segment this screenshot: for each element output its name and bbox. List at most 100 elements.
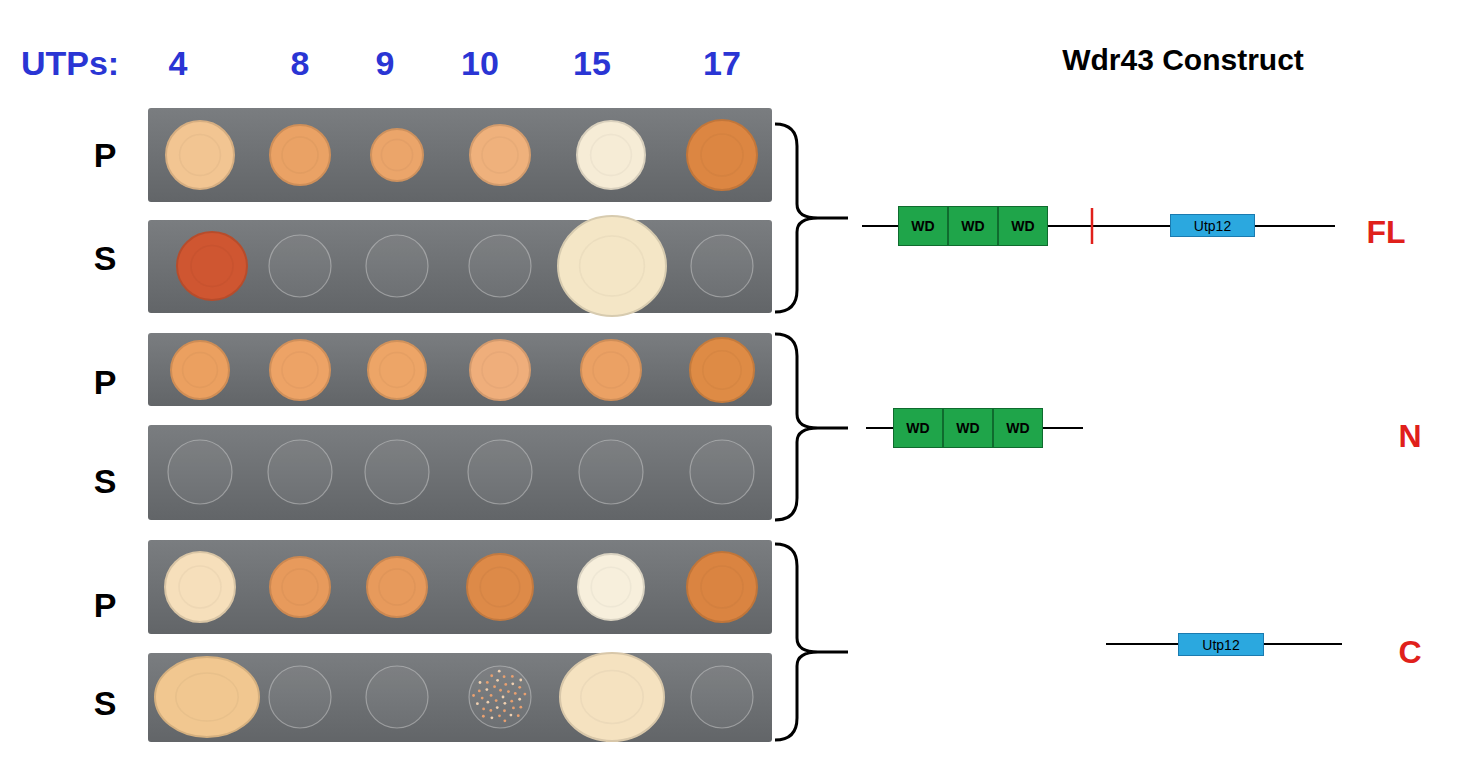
spot-ring [379,569,415,605]
colony-speck [498,714,501,717]
axis-heading: UTPs: [21,46,119,80]
colony-speck [504,683,507,686]
empty-spot [365,440,429,504]
spot-ring [180,135,221,176]
yeast-spot [578,554,644,620]
utp-number: 8 [291,46,310,80]
empty-spot [469,235,531,297]
colony-speck [503,675,506,678]
spot-ring [703,351,741,389]
yeast-spot [560,653,664,741]
domain-label: WD [1006,421,1029,435]
yeast-spot [687,120,757,190]
colony-speck [519,679,522,682]
row-label: S [94,686,117,720]
colony-speck [482,715,485,718]
empty-spot [468,440,532,504]
colony-speck [519,706,522,709]
domain-label: WD [956,421,979,435]
colony-speck [510,700,513,703]
yeast-spot [581,340,641,400]
yeast-spot [270,557,330,617]
colony-speck [503,709,506,712]
wd-domain: WD [893,408,943,448]
empty-spot [366,666,428,728]
empty-spot [269,666,331,728]
colony-speck [489,709,492,712]
colony-speck [479,681,482,684]
wd-domain: WD [898,206,948,246]
utp12-domain: Utp12 [1170,214,1255,237]
utp-number: 15 [573,46,611,80]
spot-ring [381,139,412,170]
colony-speck [486,681,489,684]
colony-speck [498,670,501,673]
colony-speck [496,706,499,709]
colony-speck [502,696,505,699]
split-site-mark [1091,208,1094,244]
curly-bracket [775,544,848,740]
yeast-spot [165,552,235,622]
column-heading: Wdr43 Construct [1062,45,1304,75]
utp-number: 4 [169,46,188,80]
colony-speck [495,699,498,702]
yeast-spot [690,338,754,402]
plate-panels [148,108,772,742]
wd-domain: WD [943,408,993,448]
utp-number: 9 [376,46,395,80]
utp12-domain: Utp12 [1178,633,1264,656]
construct-name: N [1398,420,1421,452]
row-label: P [94,138,117,172]
yeast-spot [371,129,423,181]
spot-ring [183,353,218,388]
colony-speck [490,694,493,697]
colony-speck [510,714,513,717]
domain-label: Utp12 [1194,219,1231,233]
spot-ring [480,567,520,607]
yeast-spot [470,125,530,185]
empty-spot [269,235,331,297]
empty-spot [691,235,753,297]
domain-label: WD [1011,219,1034,233]
yeast-spot [558,216,666,316]
wd-domain: WD [993,408,1043,448]
construct-lines [862,226,1342,644]
colony-speck [503,719,506,722]
colony-speck [514,692,517,695]
empty-spot [690,440,754,504]
spot-ring [701,134,743,176]
spot-ring [701,566,743,608]
colony-speck [503,702,506,705]
colony-speck [507,690,510,693]
yeast-spot [367,557,427,617]
colony-speck [518,686,521,689]
yeast-spot [687,552,757,622]
colony-speck [481,697,484,700]
colony-speck [482,708,485,711]
spot-ring [591,567,631,607]
yeast-spot [470,340,530,400]
empty-spot [268,440,332,504]
colony-speck [518,698,521,701]
spot-ring [593,352,629,388]
row-label: P [94,588,117,622]
wd-domain: WD [998,206,1048,246]
row-label: P [94,365,117,399]
colony-speck [493,685,496,688]
empty-spot [691,666,753,728]
wd-domain: WD [948,206,998,246]
colony-speck [476,702,479,705]
colony-speck [478,690,481,693]
spot-ring [591,135,632,176]
row-label: S [94,464,117,498]
curly-bracket [775,124,848,312]
yeast-spot [155,657,259,737]
yeast-spot [177,232,247,300]
yeast-spot [171,341,229,399]
colony-speck [472,694,475,697]
spot-ring [191,246,233,287]
domain-label: WD [906,421,929,435]
construct-name: C [1398,636,1421,668]
